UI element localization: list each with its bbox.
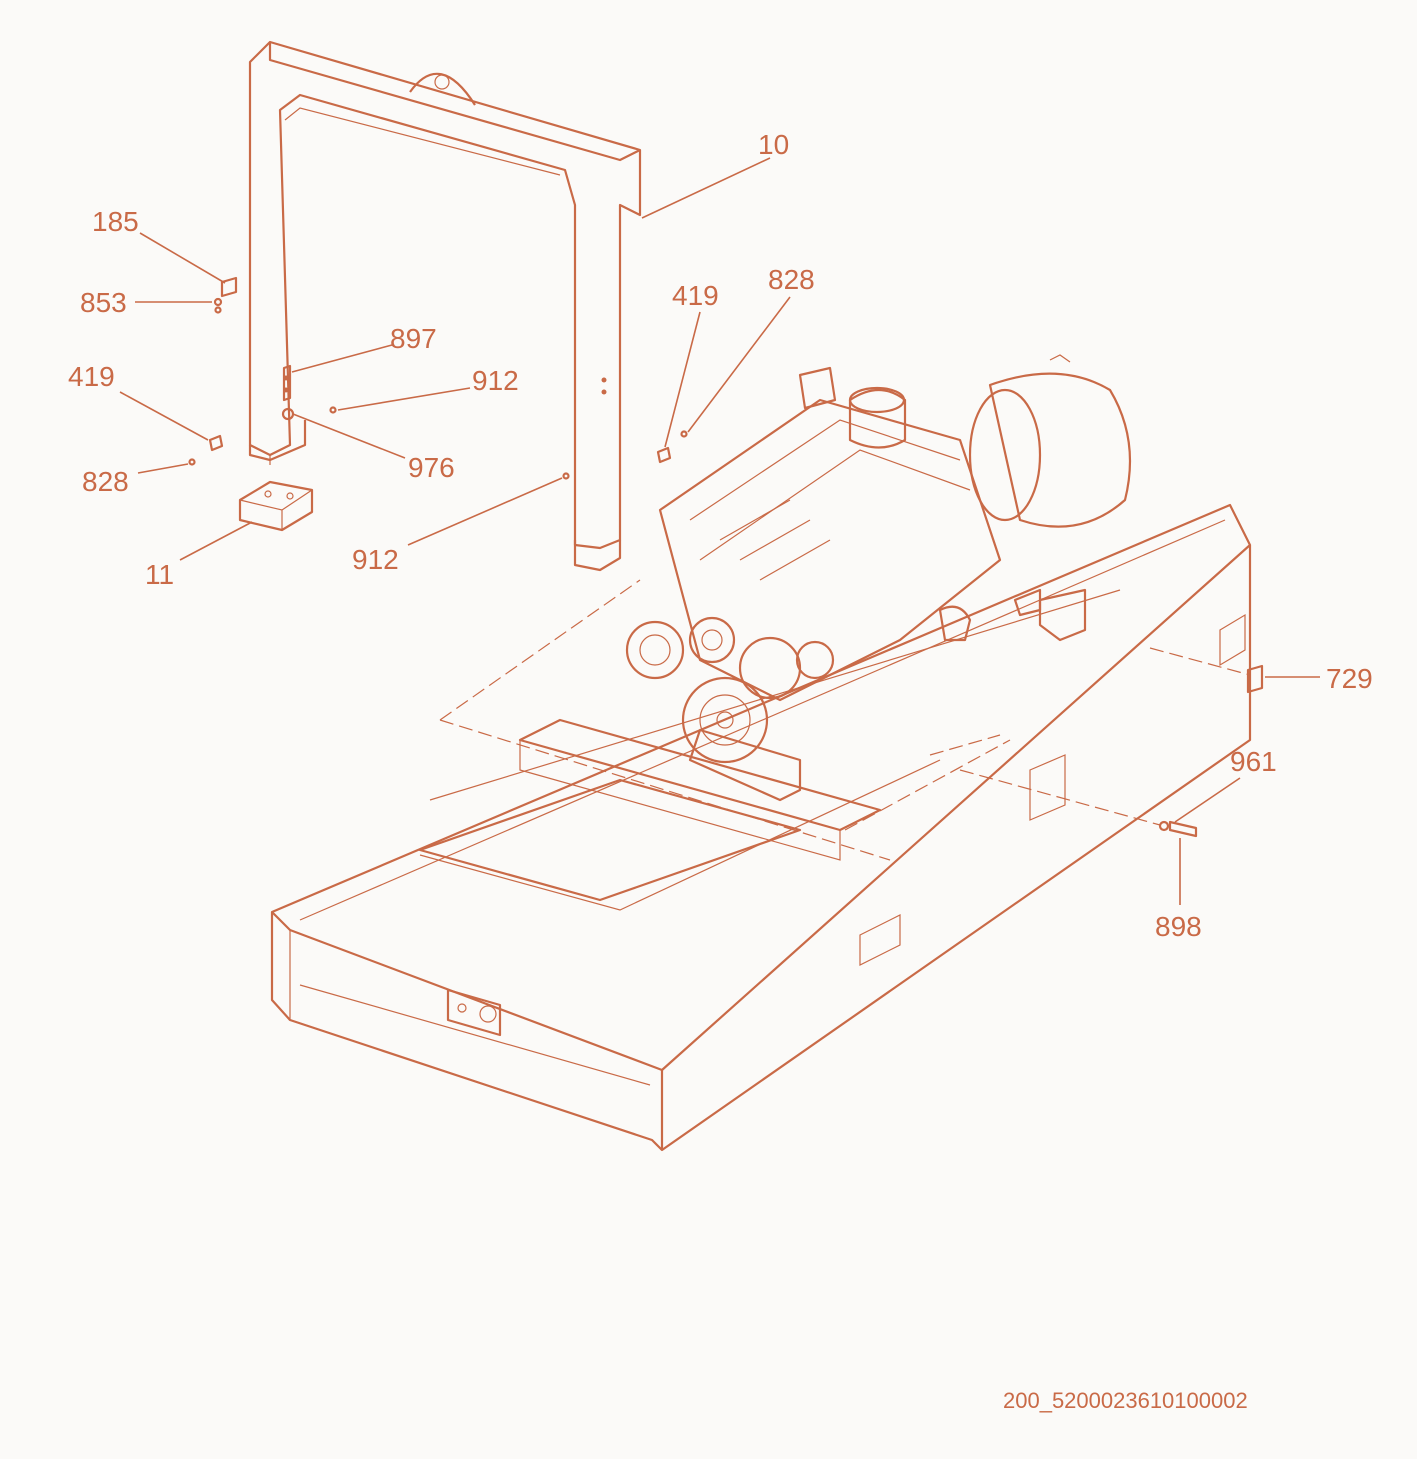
callout-labels: 10 185 853 897 419 828 912 976 419 828 1… — [68, 129, 1373, 942]
callout-898: 898 — [1155, 911, 1202, 942]
callout-185: 185 — [92, 206, 139, 237]
callout-828-right: 828 — [768, 264, 815, 295]
lifting-frame — [248, 40, 642, 572]
engine-assembly — [625, 354, 1132, 802]
callout-912-bottom: 912 — [352, 544, 399, 575]
hardware-small-parts — [188, 276, 688, 480]
side-hardware — [1158, 664, 1264, 838]
callout-419-right: 419 — [672, 280, 719, 311]
callout-828-left: 828 — [82, 466, 129, 497]
base-frame — [270, 503, 1252, 1152]
callout-897: 897 — [390, 323, 437, 354]
callout-10: 10 — [758, 129, 789, 160]
rubber-pad — [238, 480, 314, 532]
callout-853: 853 — [80, 287, 127, 318]
document-id: 200_5200023610100002 — [1003, 1388, 1248, 1413]
callout-961: 961 — [1230, 746, 1277, 777]
callout-11: 11 — [145, 559, 174, 590]
callout-729: 729 — [1326, 663, 1373, 694]
assembly-dash-lines — [439, 579, 1251, 861]
leader-lines — [119, 157, 1320, 905]
callout-912-top: 912 — [472, 365, 519, 396]
callout-419-left: 419 — [68, 361, 115, 392]
callout-976: 976 — [408, 452, 455, 483]
